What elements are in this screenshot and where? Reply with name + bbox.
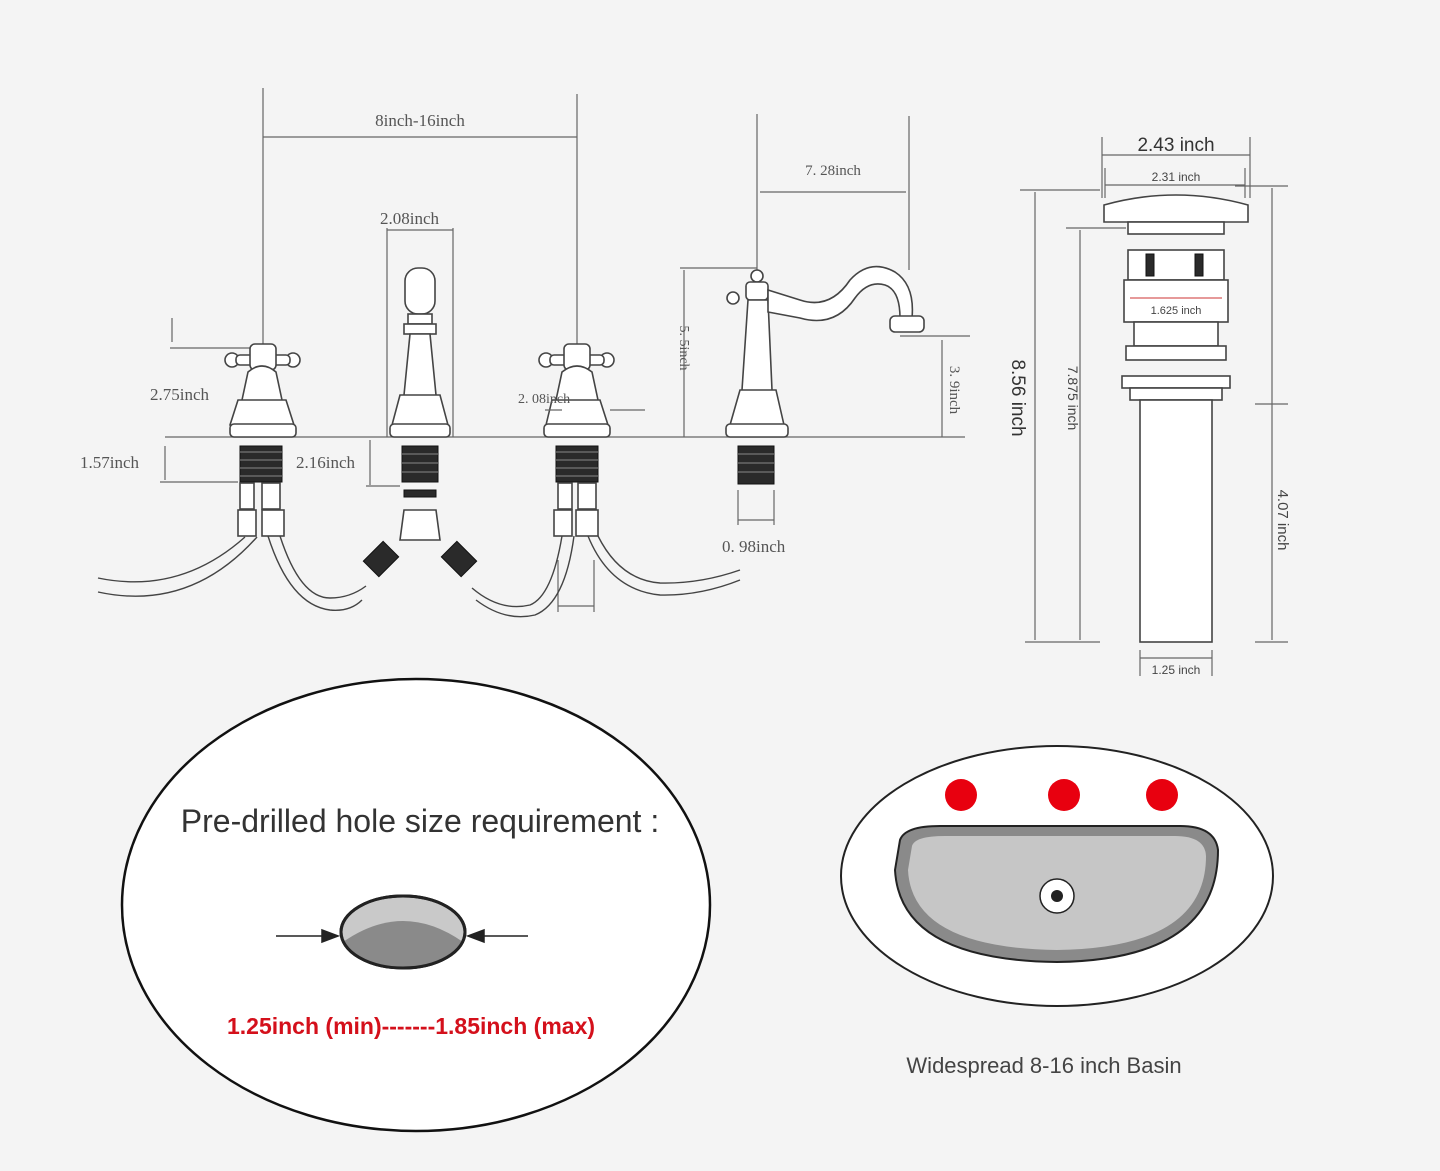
supply-hoses	[97, 535, 741, 618]
shank-length-label: 1.57inch	[80, 453, 140, 472]
faucet-hole-center	[1048, 779, 1080, 811]
hole-width-arrows	[276, 928, 528, 944]
faucet-diagram: 8inch-16inch 2.75inch 1.57inch	[80, 88, 970, 618]
drain-total-height-label: 8.56 inch	[1007, 359, 1028, 436]
center-width-label: 2.08inch	[380, 209, 440, 228]
left-handle	[170, 318, 301, 537]
drain-top-outer-label: 2.43 inch	[1137, 135, 1214, 156]
hole-range: 1.25inch (min)-------1.85inch (max)	[227, 1013, 595, 1039]
hole-icon	[339, 894, 467, 970]
drain-body-height-label: 7.875 inch	[1065, 366, 1081, 431]
shank-diameter-label: 0. 98inch	[722, 537, 786, 556]
hole-requirement-panel: Pre-drilled hole size requirement : 1.25…	[120, 677, 712, 1133]
hole-title: Pre-drilled hole size requirement :	[181, 803, 659, 839]
drain-thread	[1133, 321, 1219, 347]
faucet-hole-left	[945, 779, 977, 811]
spout	[680, 114, 970, 525]
drain-neck	[1127, 221, 1225, 235]
center-shank-label: 2.16inch	[296, 453, 356, 472]
basin-caption: Widespread 8-16 inch Basin	[906, 1053, 1181, 1078]
spout-height-label: 5. 5inch	[676, 325, 691, 370]
right-handle	[538, 343, 615, 537]
drain-collar-label: 1.625 inch	[1151, 305, 1202, 317]
basin-illustration: Widespread 8-16 inch Basin	[840, 745, 1274, 1078]
drain-cap	[1103, 194, 1249, 223]
drain-tail-diameter-label: 1.25 inch	[1152, 663, 1201, 677]
drain-diagram: 2.43 inch 2.31 inch 1.625 inch 8.56 inch…	[1007, 135, 1291, 677]
spacing-label: 8inch-16inch	[375, 111, 465, 130]
spout-reach-label: 7. 28inch	[805, 163, 861, 179]
spout-clearance-label: 3. 9inch	[946, 366, 962, 415]
drain-tail	[1139, 399, 1213, 643]
drain-washer	[1121, 375, 1231, 389]
faucet-hole-right	[1146, 779, 1178, 811]
handle-width-label: 2. 08inch	[518, 392, 570, 407]
drain-nut	[1125, 345, 1227, 361]
center-diverter	[362, 228, 478, 578]
drain-tail-length-label: 4.07 inch	[1274, 490, 1291, 551]
drain-cage	[1127, 249, 1225, 281]
handle-height-label: 2.75inch	[150, 385, 210, 404]
drain-top-inner-label: 2.31 inch	[1152, 170, 1201, 184]
